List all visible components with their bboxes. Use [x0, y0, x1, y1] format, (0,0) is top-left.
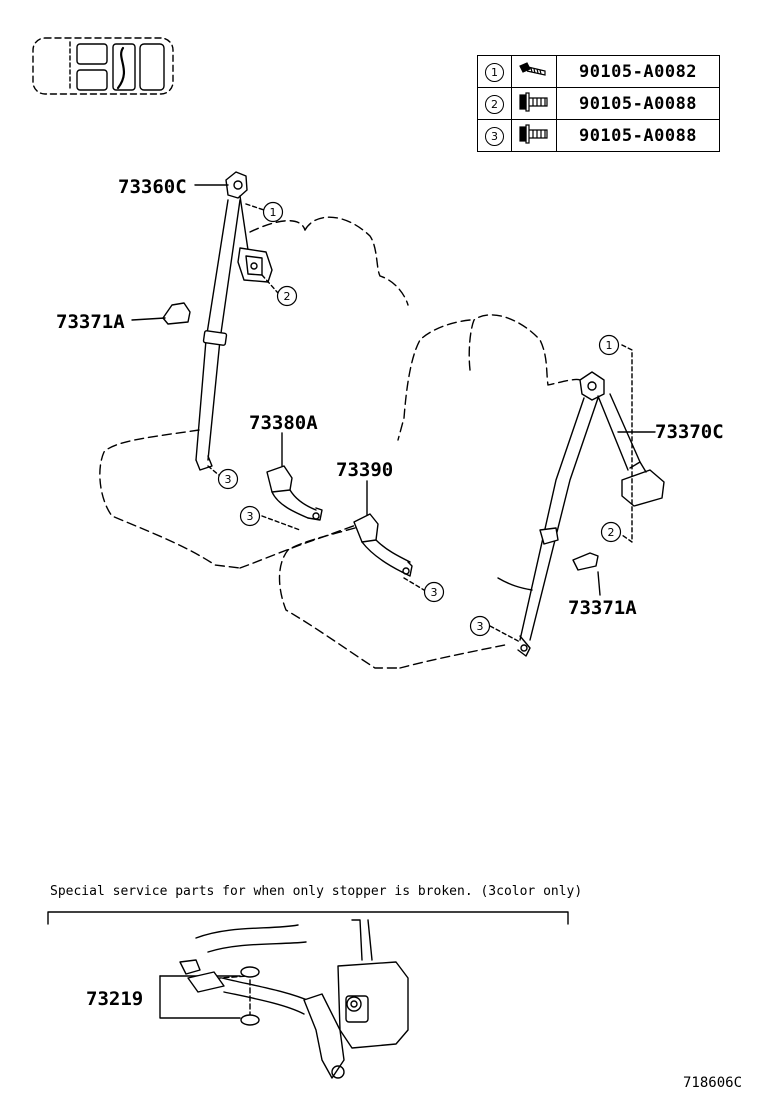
flange-bolt-icon [519, 123, 548, 144]
bolt-icon [519, 61, 546, 76]
service-note: Special service parts for when only stop… [50, 884, 583, 899]
left-buckle-73380a [266, 465, 323, 521]
callout-73371a-left: 73371A [56, 311, 125, 333]
ref-marker-1-right: 1 [606, 339, 613, 352]
callout-73370c: 73370C [655, 421, 724, 443]
fastener-ref-3: 3 [485, 127, 504, 146]
fastener-row: 2 90105-A0088 [477, 87, 720, 120]
callout-73371a-right: 73371A [568, 597, 637, 619]
stopper-detail [179, 919, 409, 1079]
callout-73219: 73219 [86, 988, 143, 1010]
ref-marker-2-left: 2 [284, 290, 291, 303]
ref-marker-2-right: 2 [608, 526, 615, 539]
flange-bolt-icon [519, 91, 548, 112]
ref-marker-3-left-buckle: 3 [247, 510, 254, 523]
note-bracket [47, 911, 569, 925]
left-belt-guide [162, 302, 191, 325]
ref-marker-1-left: 1 [270, 206, 277, 219]
vehicle-locator-icon [32, 37, 174, 95]
fastener-part-number: 90105-A0088 [556, 119, 720, 152]
left-seat-belt [195, 171, 273, 471]
ref-marker-3-left-belt: 3 [225, 473, 232, 486]
fastener-ref-1: 1 [485, 63, 504, 82]
callout-73390: 73390 [336, 459, 393, 481]
left-seat-outline [99, 216, 409, 569]
right-belt-guide [572, 552, 599, 571]
fastener-table: 1 90105-A0082 2 90105 [477, 55, 720, 152]
fastener-row: 1 90105-A0082 [477, 55, 720, 88]
ref-marker-3-center-buckle: 3 [431, 586, 438, 599]
right-seat-outline [278, 314, 581, 669]
fastener-part-number: 90105-A0082 [556, 55, 720, 88]
callout-73380a: 73380A [249, 412, 318, 434]
ref-marker-3-right: 3 [477, 620, 484, 633]
fastener-part-number: 90105-A0088 [556, 87, 720, 120]
fastener-ref-2: 2 [485, 95, 504, 114]
center-buckle-73390 [353, 513, 413, 577]
callout-73360c: 73360C [118, 176, 187, 198]
fastener-row: 3 90105-A0088 [477, 119, 720, 152]
figure-id: 718606C [683, 1075, 743, 1091]
